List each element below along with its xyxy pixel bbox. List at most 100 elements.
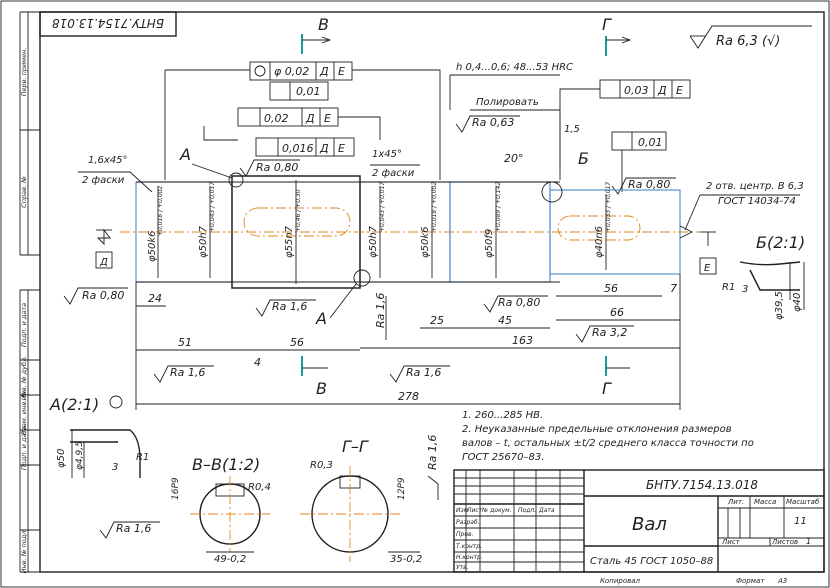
dim-7: 7 bbox=[670, 282, 677, 295]
tol5-datum-d: Д bbox=[657, 84, 667, 97]
note-center-holes-std: ГОСТ 14034-74 bbox=[718, 196, 796, 207]
note-hardness: h 0,4...0,6; 48...53 HRC bbox=[456, 62, 573, 73]
dia-d1: φ50k6 bbox=[147, 231, 158, 262]
tol4-value: 0,016 bbox=[282, 142, 314, 155]
tech-req-1: 1. 260...285 HB. bbox=[462, 410, 543, 421]
ra16-a: Ra 1,6 bbox=[272, 300, 307, 313]
dim-163: 163 bbox=[512, 334, 533, 347]
dim-278: 278 bbox=[398, 390, 419, 403]
tech-req-2: 2. Неуказанные предельные отклонения раз… bbox=[462, 424, 732, 435]
tb-col-list: Лист bbox=[466, 507, 483, 514]
note-1-5: 1,5 bbox=[564, 124, 580, 135]
tb-copied: Копировал bbox=[600, 577, 641, 585]
side-label-podp1: Подп. и дата bbox=[20, 303, 28, 347]
ra16-b: Ra 1,6 bbox=[170, 366, 205, 379]
detail-a-l3: 3 bbox=[112, 462, 118, 473]
dia-d5-tol: +0,018 / +0,002 bbox=[431, 182, 438, 232]
dim-24: 24 bbox=[148, 292, 162, 305]
section-mark-b-bottom: В bbox=[301, 356, 328, 398]
detail-b: Б(2:1) R1 3 φ39,5 φ40 bbox=[722, 233, 805, 320]
tech-requirements: 1. 260...285 HB. 2. Неуказанные предельн… bbox=[462, 410, 754, 463]
tb-col-data: Дата bbox=[538, 507, 555, 514]
datum-e: Е bbox=[704, 263, 711, 274]
dim-66: 66 bbox=[610, 306, 624, 319]
notes-group: 1,6x45° 2 фаски 1x45° 2 фаски h 0,4...0,… bbox=[78, 62, 804, 231]
ra080-d: Ra 0,80 bbox=[498, 296, 540, 309]
tb-row-nkontr: Н.контр. bbox=[456, 554, 483, 561]
tol1-datum-e: Е bbox=[338, 65, 345, 78]
detail-a-r1: R1 bbox=[136, 452, 149, 463]
dia-d7: φ40n6 bbox=[594, 226, 605, 258]
left-side-strip: Перв. примен. Справ. № Подп. и дата Инв.… bbox=[19, 11, 40, 573]
side-label-vzam: Взам. инв. № bbox=[20, 391, 28, 435]
tol-frame-4: 0,016 Д Е bbox=[255, 137, 355, 157]
tb-col-izm: Изм bbox=[456, 507, 469, 514]
note-chamfer2: 1x45° bbox=[372, 149, 402, 160]
tol-frame-3: 0,02 Д Е bbox=[203, 107, 381, 141]
detail-a: А(2:1) φ50 φ4,9,5 R1 3 bbox=[49, 395, 149, 478]
section-bb-ra: Ra 1,6 bbox=[116, 522, 151, 535]
dia-d1-tol: +0,018 / +0,002 bbox=[157, 186, 164, 236]
side-label-podp2: Подп. и дата bbox=[20, 426, 28, 470]
section-b-label-top: В bbox=[318, 15, 329, 34]
section-bb-r04: R0,4 bbox=[248, 482, 271, 493]
ra080-a: Ra 0,80 bbox=[256, 161, 298, 174]
diameter-labels: φ50k6 +0,018 / +0,002 φ50h7 +0,043 / +0,… bbox=[147, 180, 612, 284]
ra080-b: Ra 0,80 bbox=[82, 289, 124, 302]
section-bb: В–В(1:2) 16P9 R0,4 49-0,2 Ra 1,6 bbox=[99, 455, 271, 565]
section-gg: Г–Г R0,3 12P9 35-0,2 Ra 1,6 bbox=[300, 435, 439, 565]
section-g-label-bottom: Г bbox=[602, 379, 612, 398]
tol-frame-6: 0,01 bbox=[611, 131, 667, 192]
section-bb-p9: 16P9 bbox=[171, 477, 181, 500]
detail-a-mark-top: А bbox=[179, 145, 191, 164]
tb-sheets-val: 1 bbox=[806, 537, 811, 546]
tb-sheet: Лист bbox=[721, 538, 741, 546]
tb-col-ndoc: № докум. bbox=[481, 507, 512, 514]
section-gg-title: Г–Г bbox=[342, 437, 369, 456]
section-gg-l35: 35-0,2 bbox=[390, 554, 422, 565]
tb-format: Формат bbox=[736, 577, 765, 585]
side-label-dubl: Инв. № дубл. bbox=[20, 356, 28, 400]
dim-45: 45 bbox=[498, 314, 512, 327]
dia-d3-tol: +0,46 / +0,30 bbox=[295, 189, 302, 232]
tb-row-prov: Пров. bbox=[456, 531, 474, 538]
ra16-d: Ra 1,6 bbox=[374, 293, 387, 328]
tb-scale-val: 11 bbox=[794, 516, 807, 527]
tol-frame-1: φ 0,02 Д Е 0,01 bbox=[164, 61, 441, 180]
section-gg-r03: R0,3 bbox=[310, 460, 333, 471]
tb-material: Сталь 45 ГОСТ 1050–88 bbox=[590, 556, 713, 567]
tb-lit: Лит. bbox=[727, 498, 744, 506]
side-label-perv: Перв. примен. bbox=[20, 48, 28, 97]
note-center-holes: 2 отв. центр. В 6,3 bbox=[706, 181, 804, 192]
tol6-value: 0,01 bbox=[638, 136, 663, 149]
dim-25: 25 bbox=[430, 314, 444, 327]
section-gg-p9: 12P9 bbox=[397, 477, 407, 500]
datum-d: Д bbox=[99, 257, 108, 268]
dia-d5: φ50k6 bbox=[420, 227, 431, 258]
tb-row-tkontr: Т.контр. bbox=[456, 543, 482, 550]
section-mark-g-top: Г bbox=[602, 15, 632, 56]
tol5-datum-e: Е bbox=[676, 84, 683, 97]
section-g-label-top: Г bbox=[602, 15, 612, 34]
section-b-label-bottom: В bbox=[316, 379, 327, 398]
note-chamfer1b: 2 фаски bbox=[82, 175, 125, 186]
note-chamfer2b: 2 фаски bbox=[372, 168, 415, 179]
title-block: Изм Лист № докум. Подп. Дата Разраб. Про… bbox=[453, 469, 825, 573]
tol3-datum-e: Е bbox=[324, 112, 331, 125]
tech-req-4: ГОСТ 25670–83. bbox=[462, 452, 544, 463]
tech-req-3: валов – t, остальных ±t/2 среднего класс… bbox=[462, 438, 754, 449]
tol3-datum-d: Д bbox=[305, 112, 315, 125]
tb-part-name: Вал bbox=[632, 514, 667, 535]
section-gg-ra: Ra 1,6 bbox=[426, 435, 439, 470]
note-angle: 20° bbox=[504, 152, 524, 165]
dia-d2: φ50h7 bbox=[198, 225, 209, 258]
roughness-callouts: Ra 0,80 Ra 0,80 Ra 0,80 Ra 0,80 Ra 0,63 … bbox=[63, 115, 676, 383]
section-mark-g-bottom: Г bbox=[602, 356, 630, 398]
tb-row-utv: Утв. bbox=[456, 564, 469, 571]
note-polish: Полировать bbox=[476, 97, 539, 108]
tol4-datum-d: Д bbox=[319, 142, 329, 155]
ra063: Ra 0,63 bbox=[472, 116, 514, 129]
dim-56b: 56 bbox=[604, 282, 618, 295]
dia-d2-tol: +0,043 / +0,017 bbox=[209, 182, 216, 232]
